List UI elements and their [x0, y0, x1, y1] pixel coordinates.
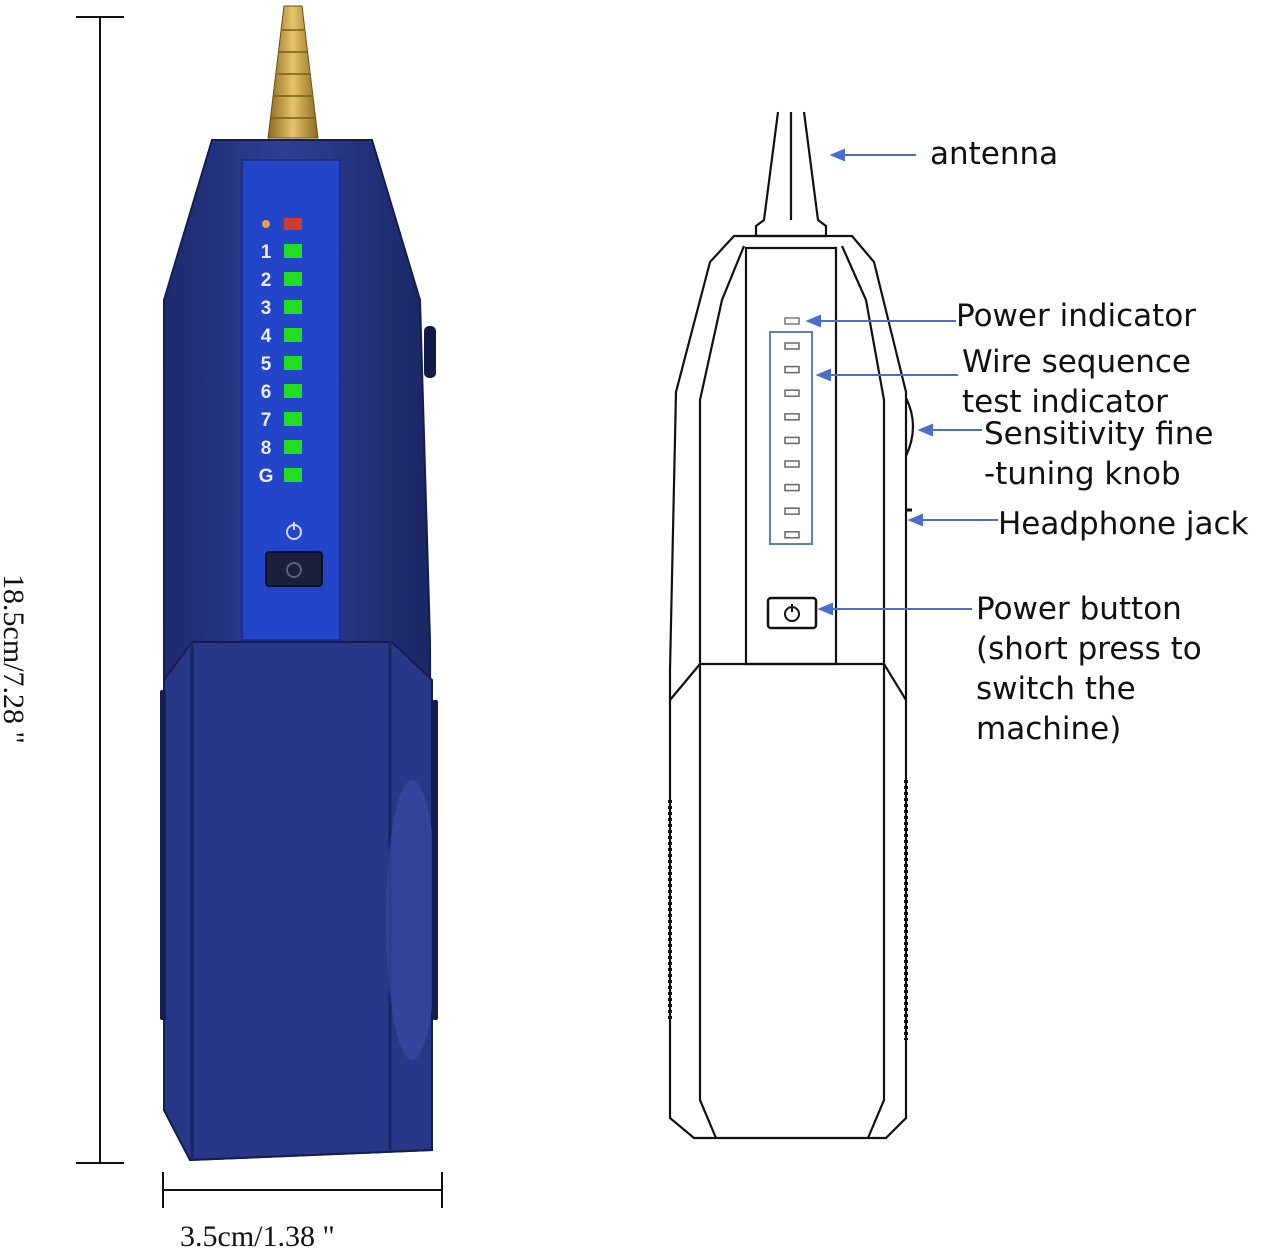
- led-indicator: [284, 440, 302, 454]
- label-sensitivity-knob: Sensitivity fine -tuning knob: [984, 416, 1214, 492]
- power-led-dot: [262, 220, 270, 228]
- led-label: G: [259, 466, 274, 487]
- label-headphone-jack: Headphone jack: [998, 506, 1249, 542]
- width-dimension-label: 3.5cm/1.38 ": [180, 1220, 335, 1253]
- led-label: 2: [261, 270, 272, 291]
- tester-body: [160, 139, 438, 1162]
- led-label: 8: [261, 438, 272, 459]
- label-wire-sequence: Wire sequence test indicator: [962, 344, 1191, 420]
- led-indicator: [284, 356, 302, 370]
- drawing-power-led: [784, 317, 800, 325]
- led-label: 7: [261, 410, 272, 431]
- led-indicator: [284, 272, 302, 286]
- label-power-button: Power button (short press to switch the …: [976, 591, 1202, 747]
- led-rows: 1 2 3 4 5 6 7 8G: [259, 242, 302, 487]
- callout-arrows: [805, 148, 998, 616]
- drawing-led: [784, 342, 800, 350]
- led-label: 5: [261, 354, 272, 375]
- drawing-led: [784, 507, 800, 515]
- width-dimension-line: [162, 1172, 443, 1208]
- drawing-led: [784, 365, 800, 374]
- drawing-led: [784, 413, 800, 421]
- led-indicator: [284, 328, 302, 342]
- drawing-led-list: [784, 342, 800, 539]
- led-indicator: [284, 244, 302, 258]
- sensitivity-knob-photo: [424, 326, 436, 378]
- drawing-led-group-box: [769, 331, 813, 545]
- led-label: 6: [261, 382, 272, 403]
- drawing-led: [784, 389, 800, 397]
- drawing-led: [784, 436, 800, 445]
- led-label: 4: [261, 326, 272, 347]
- drawing-led: [784, 531, 800, 539]
- label-power-indicator: Power indicator: [956, 298, 1197, 334]
- antenna-brass: [267, 5, 319, 139]
- led-label: 3: [261, 298, 272, 319]
- led-label: 1: [261, 242, 272, 263]
- label-antenna: antenna: [930, 136, 1059, 172]
- height-dimension-line: [76, 16, 124, 1164]
- drawing-led: [784, 483, 800, 492]
- led-indicator: [284, 468, 302, 482]
- led-indicator: [284, 412, 302, 426]
- line-drawing: [668, 111, 915, 1140]
- led-indicator: [284, 300, 302, 314]
- power-led: [284, 218, 302, 230]
- drawing-power-button: [766, 596, 818, 630]
- height-dimension-label: 18.5cm/7.28 ": [0, 574, 30, 744]
- led-indicator: [284, 384, 302, 398]
- device-power-button: [265, 522, 323, 587]
- drawing-led: [784, 460, 800, 468]
